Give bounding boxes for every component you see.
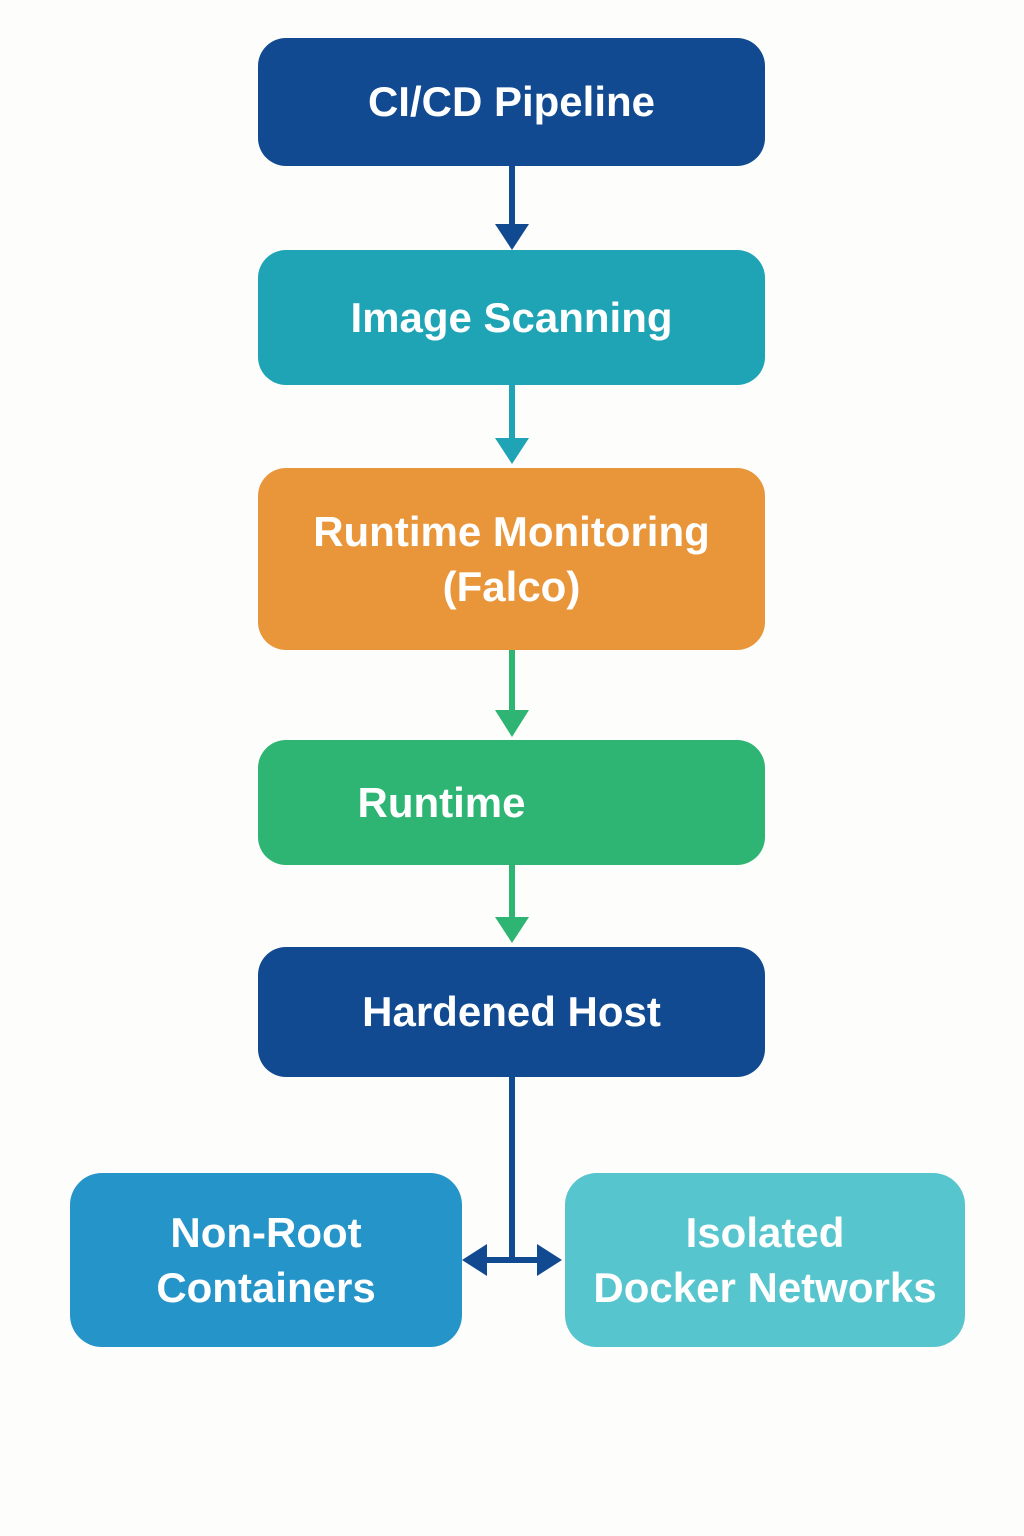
arrow-runtime-monitoring-to-runtime	[495, 650, 529, 737]
node-runtime: Runtime	[258, 740, 765, 865]
arrow-runtime-to-hardened-host	[495, 865, 529, 943]
node-label: Runtime Monitoring (Falco)	[313, 507, 710, 610]
node-hardened-host: Hardened Host	[258, 947, 765, 1077]
node-label: Hardened Host	[362, 988, 661, 1035]
node-label: Image Scanning	[350, 293, 673, 341]
arrow-image-scanning-to-runtime-monitoring	[495, 385, 529, 464]
node-runtime-monitoring-falco: Runtime Monitoring (Falco)	[258, 468, 765, 650]
branch-arrow-right	[537, 1244, 562, 1276]
node-isolated-docker-networks: Isolated Docker Networks	[565, 1173, 965, 1347]
node-image-scanning: Image Scanning	[258, 250, 765, 385]
node-label: Non-Root Containers	[156, 1208, 376, 1311]
node-label: Runtime	[357, 778, 526, 826]
connector-hardened-host-trunk	[480, 1077, 544, 1263]
node-cicd-pipeline: CI/CD Pipeline	[258, 38, 765, 166]
node-label: CI/CD Pipeline	[367, 78, 656, 125]
node-label: Isolated Docker Networks	[593, 1208, 937, 1311]
node-non-root-containers: Non-Root Containers	[70, 1173, 462, 1347]
arrow-cicd-to-image-scanning	[495, 166, 529, 250]
branch-arrow-left	[462, 1244, 487, 1276]
